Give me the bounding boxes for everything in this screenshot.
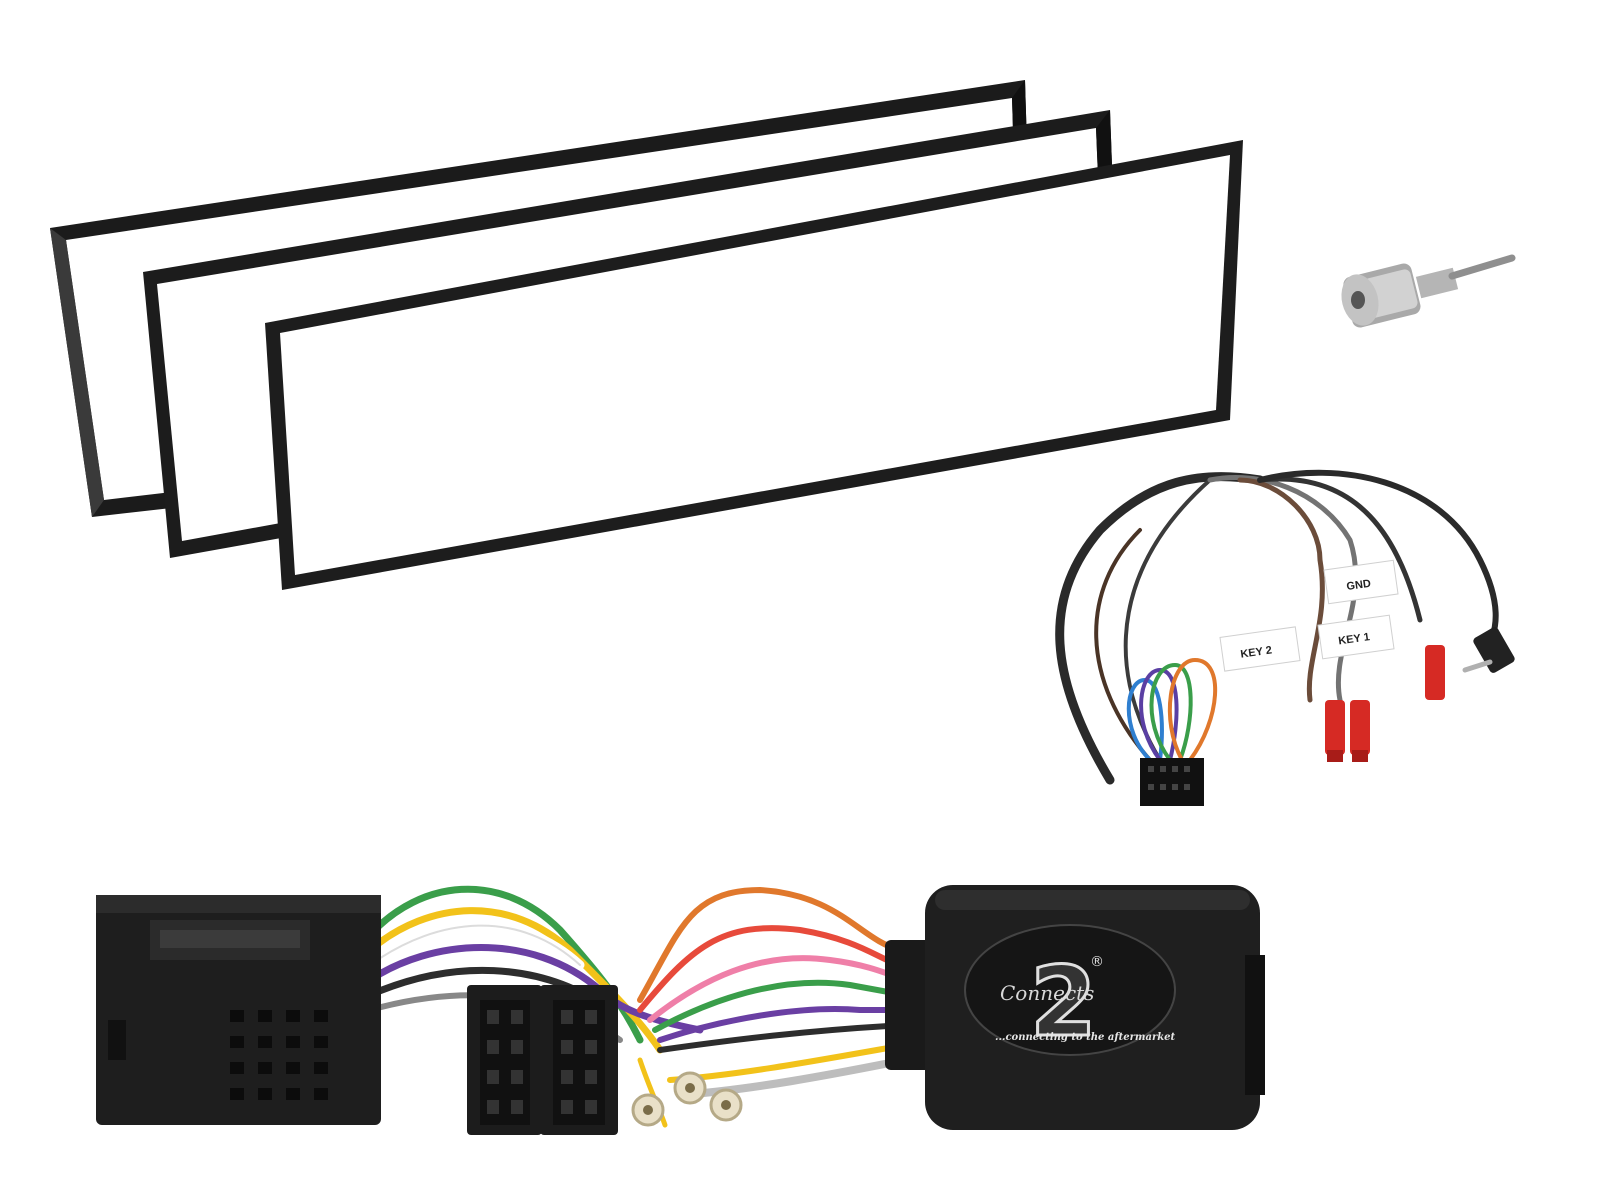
red-connector-gnd bbox=[1425, 645, 1445, 700]
multi-pin-connector bbox=[1140, 758, 1204, 806]
interface-logo-digit: 2 bbox=[1030, 946, 1097, 1058]
antenna-adapter bbox=[1341, 254, 1516, 328]
bullet-terminals bbox=[631, 1071, 743, 1127]
label-gnd: GND bbox=[1346, 578, 1372, 593]
label-tag-key2: KEY 2 bbox=[1219, 626, 1301, 672]
harness-wires bbox=[365, 885, 909, 1128]
pin-grid bbox=[1148, 766, 1190, 790]
steering-wire-harness bbox=[1055, 469, 1499, 785]
iso-connector-left bbox=[467, 985, 542, 1135]
interface-module bbox=[885, 885, 1265, 1130]
interface-tagline: ...connecting to the aftermarket bbox=[995, 1032, 1176, 1043]
label-tag-key1: KEY 1 bbox=[1317, 614, 1395, 660]
red-connector-key2 bbox=[1325, 700, 1345, 762]
interface-brand-text: Connects bbox=[1000, 981, 1094, 1005]
label-key2: KEY 2 bbox=[1240, 644, 1273, 660]
red-connector-key1 bbox=[1350, 700, 1370, 762]
quadlock-pin-grid bbox=[230, 1010, 328, 1100]
iso-pin-holes bbox=[487, 1010, 597, 1114]
audio-jack-plug bbox=[1462, 627, 1515, 673]
label-tag-gnd: GND bbox=[1323, 559, 1399, 605]
label-key1: KEY 1 bbox=[1338, 631, 1371, 647]
fascia-frame-small bbox=[265, 140, 1243, 590]
iso-connector-right bbox=[540, 985, 618, 1135]
registered-mark: ® bbox=[1090, 954, 1104, 970]
